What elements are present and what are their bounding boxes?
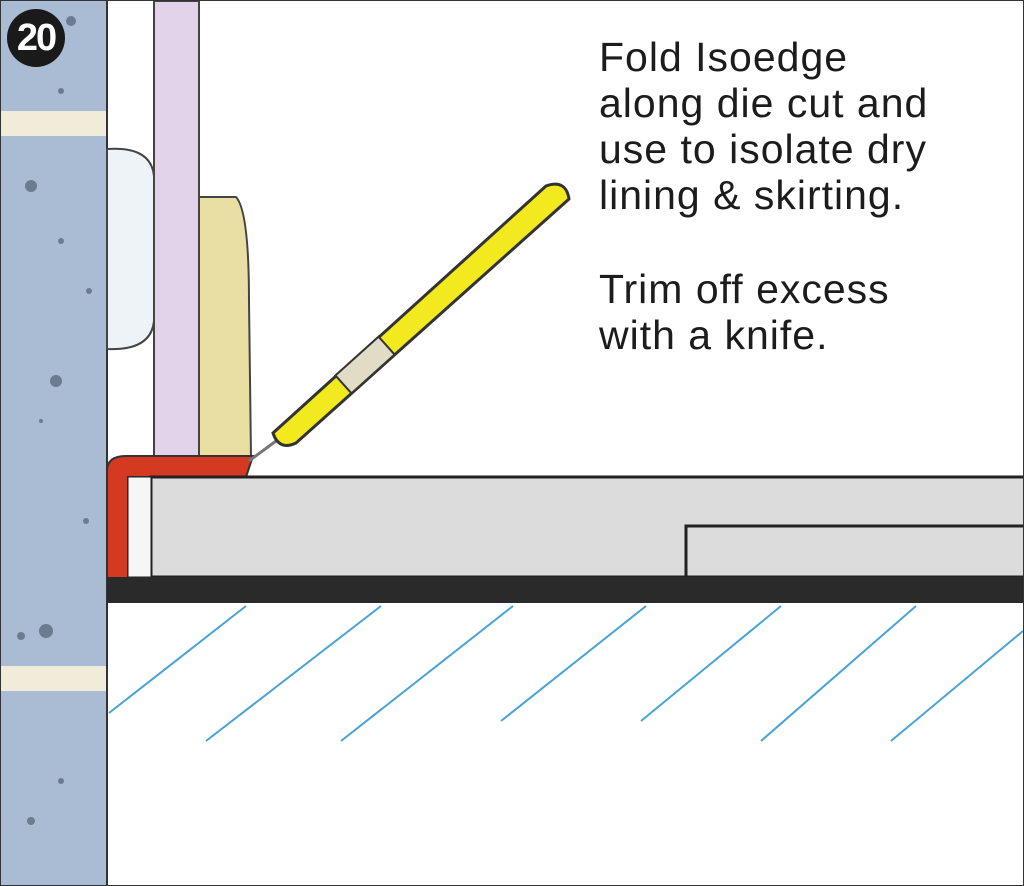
instruction-paragraph-1: Fold Isoedge along die cut and use to is… [599,34,928,218]
floor-step [684,524,1023,577]
instruction-line: Fold Isoedge [599,34,849,80]
instruction-paragraph-2: Trim off excess with a knife. [599,266,890,358]
instruction-line: Trim off excess [599,266,890,312]
isoedge-gap [127,476,152,578]
plasterboard [153,1,200,458]
hatch-lines [108,605,1023,742]
insulation-layer [107,577,1023,603]
instruction-line: along die cut and [599,80,929,126]
block-wall [1,1,108,885]
adhesive-dab [106,147,155,351]
knife [248,182,571,463]
skirting-board [198,196,253,458]
instruction-line: use to isolate dry [599,126,927,172]
step-number-badge: 20 [7,9,65,67]
instruction-line: lining & skirting. [599,172,905,218]
instruction-line: with a knife. [599,312,829,358]
